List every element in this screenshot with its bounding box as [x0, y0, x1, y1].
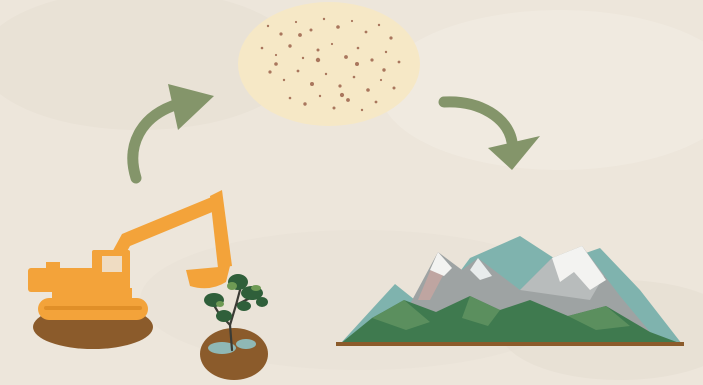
sediment-disc-icon	[238, 2, 420, 126]
